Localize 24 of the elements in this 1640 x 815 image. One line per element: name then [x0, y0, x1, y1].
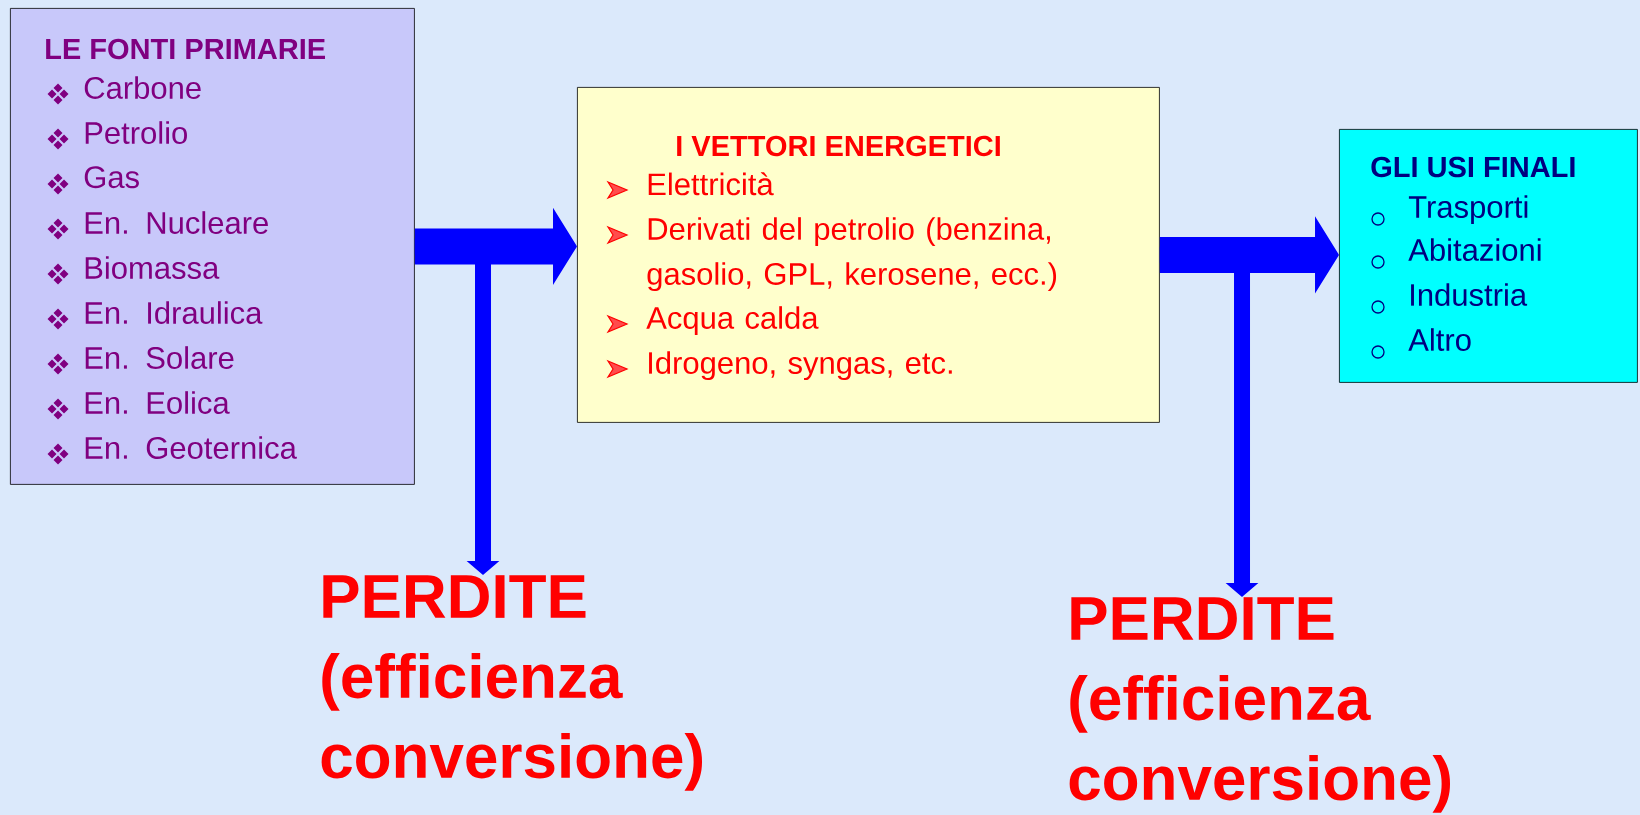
list-item: Elettricità	[648, 172, 774, 196]
list-item: Altro	[1408, 328, 1471, 351]
list-item: En. Geoternica	[85, 436, 297, 459]
block-arrow	[1159, 246, 1259, 597]
list-item: En. Solare	[85, 346, 234, 369]
list-item: Abitazioni	[1408, 238, 1541, 261]
list-item: En. Nucleare	[85, 211, 268, 234]
loss-text: PERDITE (efficienza conversione)	[1069, 597, 1450, 813]
block-arrow	[414, 238, 500, 575]
list-item: Acqua calda	[646, 306, 819, 336]
list-item: En. Eolica	[85, 391, 230, 414]
list-item: Biomassa	[85, 256, 220, 279]
list-item: Trasporti	[1408, 195, 1528, 225]
list-item: Idrogeno, syngas, etc.	[649, 351, 952, 381]
box-heading: LE FONTI PRIMARIE	[46, 38, 325, 60]
box-heading: I VETTORI ENERGETICI	[677, 135, 1000, 157]
list-item: En. Idraulica	[85, 301, 263, 324]
loss-text: PERDITE (efficienza conversione)	[321, 575, 702, 791]
list-item: Industria	[1411, 283, 1528, 306]
box-heading: GLI USI FINALI	[1371, 156, 1575, 178]
list-item: Carbone	[84, 76, 201, 99]
list-item: Derivati del petrolio (benzina, gasolio, GPL, kerosene, ecc.)	[647, 217, 1057, 292]
list-item: Gas	[84, 166, 139, 189]
list-item: Petrolio	[85, 121, 187, 144]
